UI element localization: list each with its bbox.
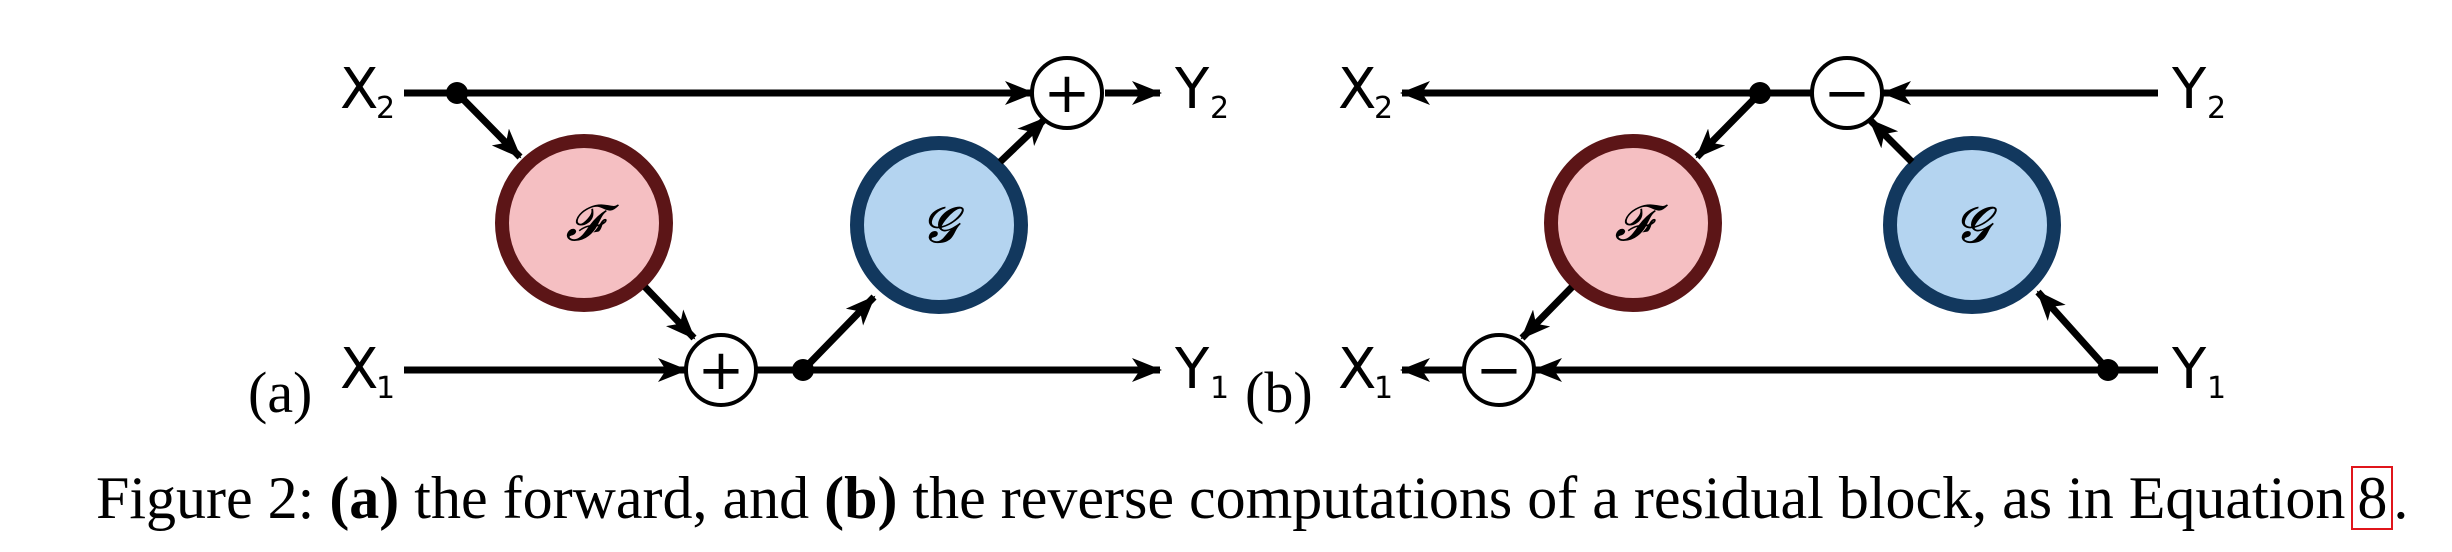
output-y1-label: Y — [1174, 337, 1210, 402]
caption-end: . — [2393, 465, 2409, 531]
caption-a-marker: (a) — [329, 465, 400, 531]
input-x1-label: X — [340, 337, 378, 402]
f-to-add-arrow — [642, 284, 697, 341]
equation-ref-link[interactable]: 8 — [2351, 466, 2394, 530]
panel-b: (b) X 2 X 1 Y 2 Y 1 − 𝓕 − — [1245, 56, 2226, 425]
output-y2-subscript: 2 — [1210, 91, 1229, 126]
sub-node-top — [1810, 56, 1884, 130]
y1-to-g-arrow — [800, 294, 877, 373]
panel-a-label: (a) — [248, 360, 312, 425]
y1-to-g-arrow-b — [2035, 289, 2111, 373]
caption-mid1: the forward, and — [399, 465, 825, 531]
input-y1-subscript: 1 — [2207, 371, 2226, 406]
add-node-top-symbol: + — [1044, 61, 1091, 126]
output-y1-subscript: 1 — [1210, 371, 1229, 406]
add-node-bottom — [684, 333, 758, 407]
sub-node-bottom — [1462, 333, 1536, 407]
g-to-add-arrow — [997, 115, 1049, 165]
g-block-b — [1883, 136, 2061, 314]
x2-to-f-arrow-b — [1694, 90, 1763, 160]
output-x1-subscript: 1 — [1374, 371, 1393, 406]
add-node-top — [1030, 56, 1104, 130]
f-block-b — [1544, 134, 1722, 312]
f-block — [495, 134, 673, 312]
f-to-sub-arrow — [1519, 284, 1575, 341]
add-node-bottom-symbol: + — [698, 338, 745, 403]
caption-mid2: the reverse computations of a residual b… — [897, 465, 2346, 531]
g-block — [850, 136, 1028, 314]
caption-b-marker: (b) — [824, 465, 898, 531]
x2-to-f-arrow — [454, 90, 523, 160]
input-x2-subscript: 2 — [376, 91, 395, 126]
output-x2-label: X — [1338, 57, 1376, 122]
panel-a: (a) X 2 X 1 Y 2 Y 1 𝓕 + 𝓖 — [248, 56, 1229, 425]
sub-node-top-symbol: − — [1824, 61, 1871, 126]
input-x2-label: X — [340, 57, 378, 122]
input-x1-subscript: 1 — [376, 371, 395, 406]
g-to-sub-arrow — [1867, 117, 1915, 165]
figure-caption: Figure 2: (a) the forward, and (b) the r… — [96, 463, 2408, 533]
input-y2-subscript: 2 — [2207, 91, 2226, 126]
panel-b-label: (b) — [1245, 360, 1313, 425]
output-x1-label: X — [1338, 337, 1376, 402]
input-y1-label: Y — [2171, 337, 2207, 402]
caption-prefix: Figure 2: — [96, 465, 330, 531]
sub-node-bottom-symbol: − — [1476, 338, 1523, 403]
output-y2-label: Y — [1174, 57, 1210, 122]
output-x2-subscript: 2 — [1374, 91, 1393, 126]
input-y2-label: Y — [2171, 57, 2207, 122]
